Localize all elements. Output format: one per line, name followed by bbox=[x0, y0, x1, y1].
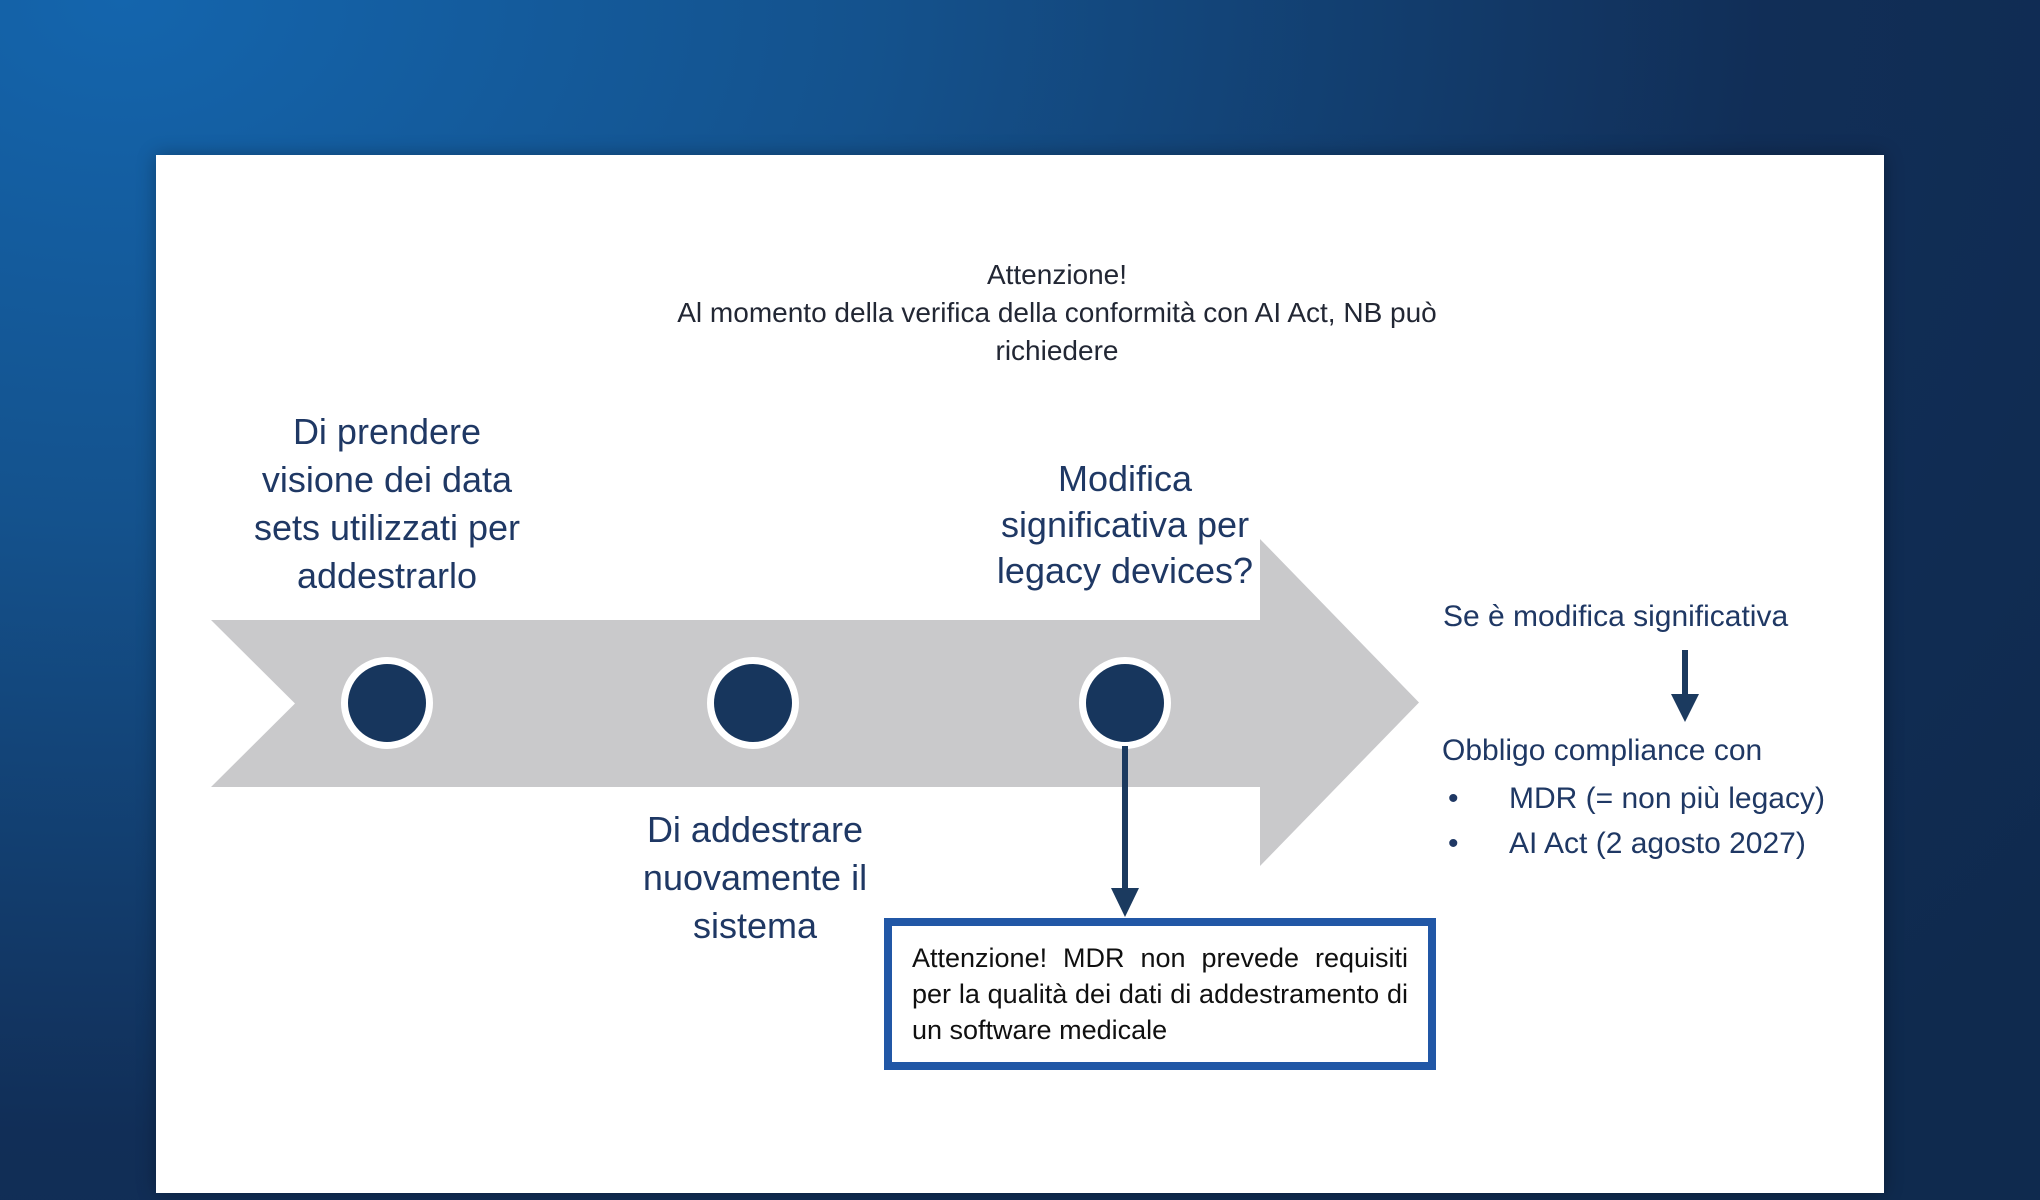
timeline-label-3: Modifica significativa per legacy device… bbox=[975, 456, 1275, 594]
obligation-heading: Obbligo compliance con bbox=[1442, 734, 1763, 767]
warning-callout-text: Attenzione! MDR non prevede requisiti pe… bbox=[912, 943, 1408, 1045]
timeline-label-line: Di addestrare bbox=[646, 809, 864, 850]
header-line-2: Al momento della verifica della conformi… bbox=[677, 297, 1437, 366]
timeline-label-line: Di prendere bbox=[292, 411, 482, 452]
timeline-label-2: Di addestrare nuovamente il sistema bbox=[605, 806, 905, 950]
timeline-label-line: sets utilizzati per bbox=[253, 507, 521, 548]
timeline-label-line: significativa per bbox=[1000, 504, 1250, 545]
timeline-label-line: addestrarlo bbox=[296, 555, 478, 596]
obligation-list: • MDR (= non più legacy) • AI Act (2 ago… bbox=[1442, 776, 1825, 866]
condition-text: Se è modifica significativa bbox=[1443, 600, 1789, 633]
timeline-label-line: sistema bbox=[692, 905, 818, 946]
timeline-label-line: nuovamente il bbox=[642, 857, 868, 898]
header-line-1: Attenzione! bbox=[986, 259, 1128, 290]
timeline-label-line: legacy devices? bbox=[996, 550, 1254, 591]
warning-callout: Attenzione! MDR non prevede requisiti pe… bbox=[884, 918, 1436, 1070]
bullet-item: • MDR (= non più legacy) bbox=[1442, 776, 1825, 821]
bullet-item: • AI Act (2 agosto 2027) bbox=[1442, 821, 1825, 866]
bullet-text: AI Act (2 agosto 2027) bbox=[1509, 827, 1806, 860]
slide-header: Attenzione! Al momento della verifica de… bbox=[657, 256, 1457, 370]
bullet-text: MDR (= non più legacy) bbox=[1509, 782, 1825, 815]
timeline-label-line: visione dei data bbox=[261, 459, 513, 500]
bullet-marker: • bbox=[1448, 827, 1459, 860]
timeline-label-line: Modifica bbox=[1057, 458, 1193, 499]
timeline-label-1: Di prendere visione dei data sets utiliz… bbox=[237, 408, 537, 600]
bullet-marker: • bbox=[1448, 782, 1459, 815]
